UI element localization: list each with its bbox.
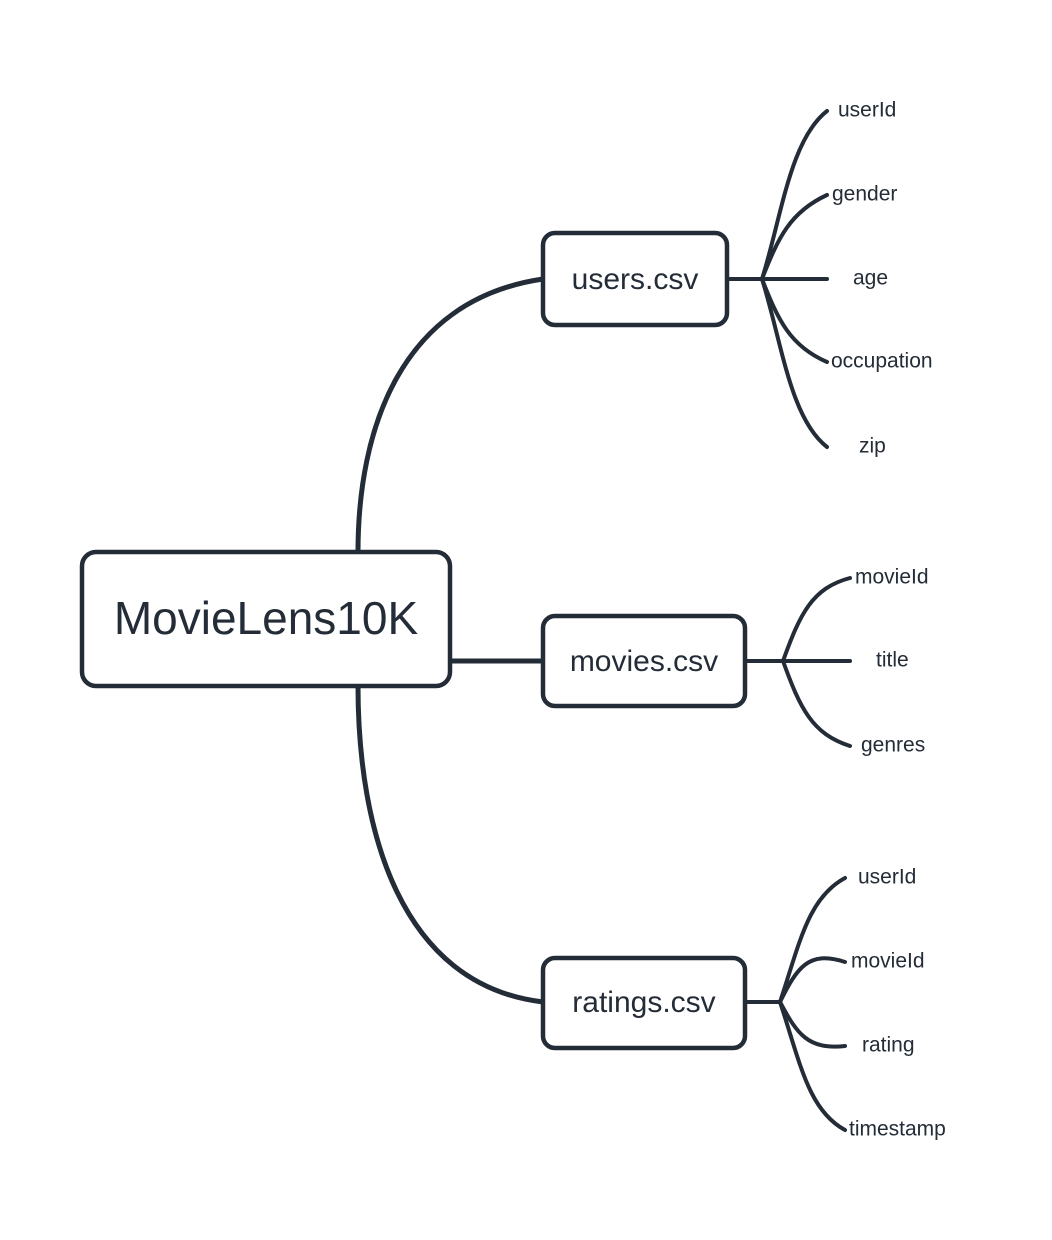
movies-leaf-edges (743, 576, 852, 748)
edge-users-to-zip (760, 277, 829, 449)
leaf-label-users-age[interactable]: age (853, 267, 888, 290)
leaf-label-movies-movieid[interactable]: movieId (855, 566, 929, 589)
edge-ratings-to-movieId (778, 956, 847, 1004)
edge-movies-to-genres (781, 659, 852, 748)
branch-node-movies[interactable]: movies.csv (540, 613, 748, 709)
edge-ratings-to-timestamp (778, 1000, 847, 1132)
branch-node-users[interactable]: users.csv (540, 230, 730, 328)
ratings-leaf-edges (743, 876, 847, 1132)
edge-root-to-users (355, 276, 546, 555)
leaf-label-users-userid[interactable]: userId (838, 99, 896, 122)
leaf-label-ratings-movieid[interactable]: movieId (851, 950, 925, 973)
edge-root-to-ratings (355, 683, 546, 1005)
leaf-label-movies-title[interactable]: title (876, 649, 909, 672)
leaf-label-users-zip[interactable]: zip (859, 435, 886, 458)
branch-node-movies-box (540, 613, 748, 709)
ratings-leaf-labels: userId movieId rating timestamp (849, 866, 946, 1141)
branch-node-users-label: users.csv (572, 263, 699, 296)
branch-node-ratings[interactable]: ratings.csv (540, 955, 748, 1051)
root-to-branch-edges (355, 276, 546, 1005)
branch-node-ratings-label: ratings.csv (572, 986, 715, 1019)
leaf-label-ratings-timestamp[interactable]: timestamp (849, 1118, 946, 1141)
movies-leaf-labels: movieId title genres (855, 566, 929, 757)
users-leaf-edges (725, 109, 829, 449)
edge-users-to-gender (760, 193, 829, 281)
edge-movies-to-movieId (781, 576, 852, 663)
leaf-label-ratings-userid[interactable]: userId (858, 866, 916, 889)
edge-ratings-to-rating (778, 1000, 847, 1049)
leaf-label-users-gender[interactable]: gender (832, 183, 897, 206)
leaf-label-ratings-rating[interactable]: rating (862, 1034, 915, 1057)
root-node-label: MovieLens10K (114, 592, 419, 644)
leaf-label-users-occupation[interactable]: occupation (831, 350, 933, 373)
edge-ratings-to-userId (778, 876, 847, 1004)
users-leaf-labels: userId gender age occupation zip (831, 99, 933, 458)
branch-node-movies-label: movies.csv (570, 645, 718, 678)
edge-users-to-userId (760, 109, 829, 281)
branch-node-users-box (540, 230, 730, 328)
branch-node-ratings-box (540, 955, 748, 1051)
root-node[interactable]: MovieLens10K (79, 549, 453, 689)
root-node-box (79, 549, 453, 689)
leaf-label-movies-genres[interactable]: genres (861, 734, 925, 757)
